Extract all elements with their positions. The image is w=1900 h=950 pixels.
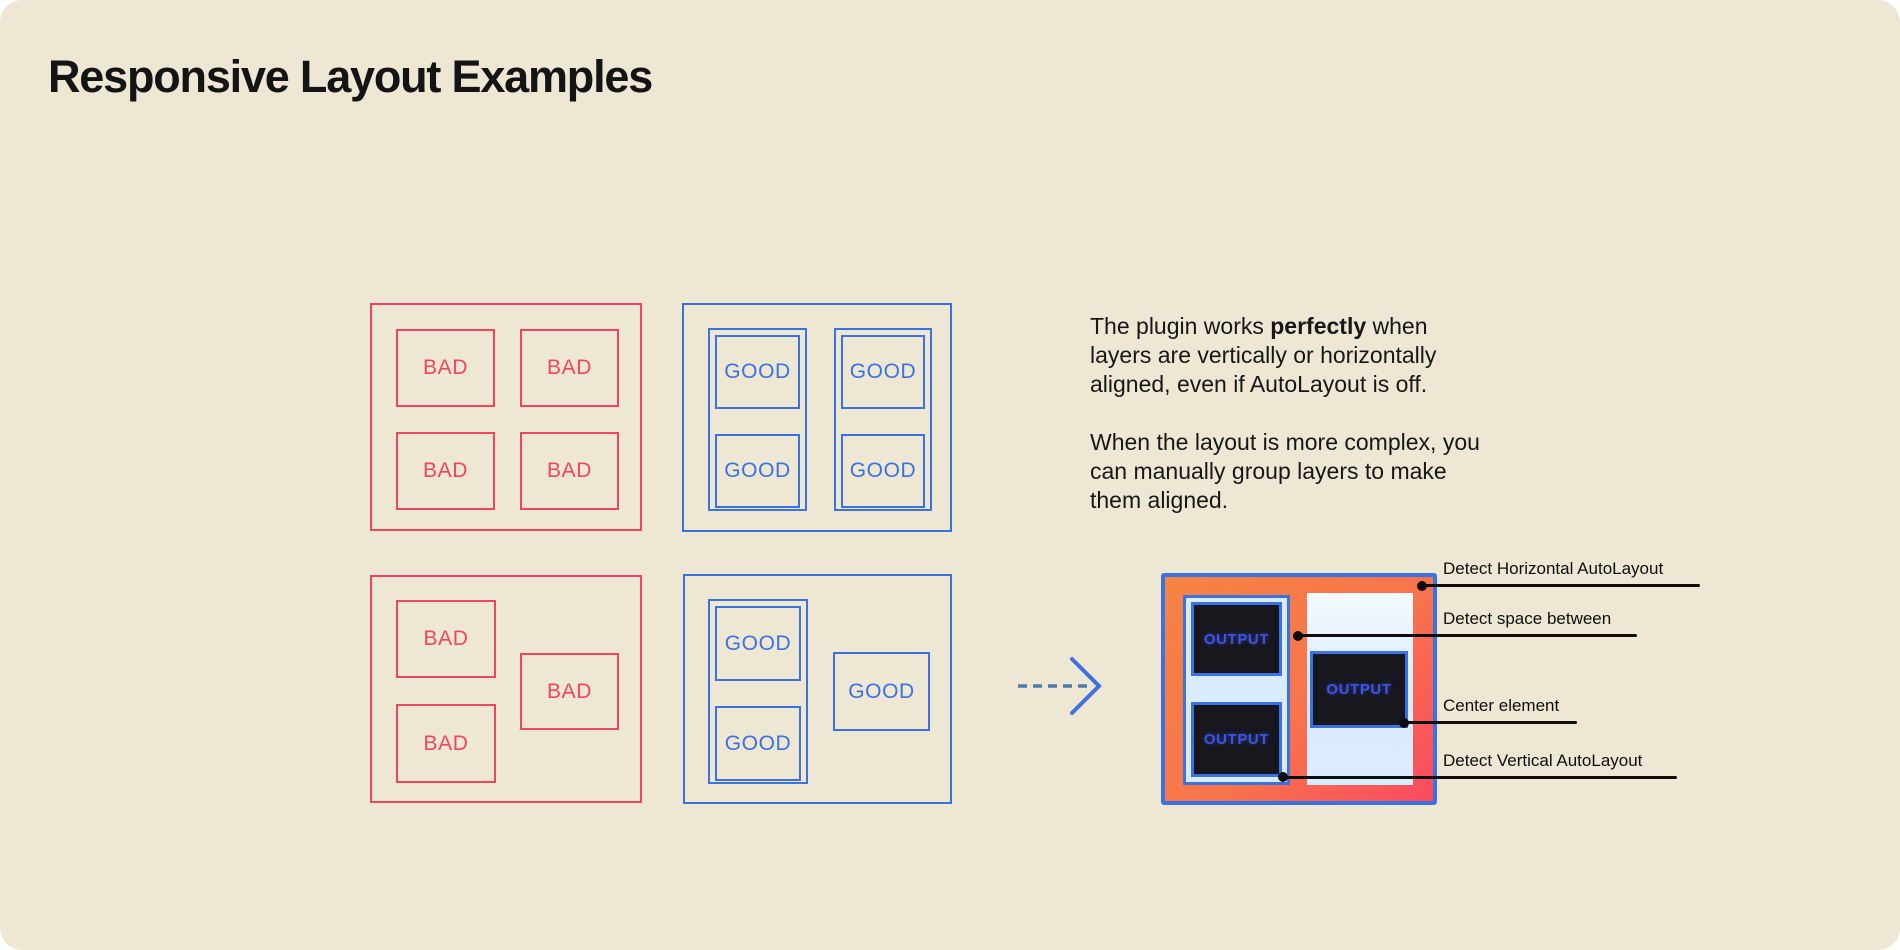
bad-label: BAD <box>423 731 469 755</box>
bad-box: BAD <box>396 704 496 783</box>
description-text-segment: when <box>1366 313 1428 339</box>
bad-box: BAD <box>396 600 496 678</box>
annotation-dot <box>1278 772 1288 782</box>
bad-box: BAD <box>520 653 619 730</box>
annotation-dot <box>1399 718 1409 728</box>
description-line: The plugin works perfectly when <box>1090 312 1560 341</box>
description-bold-segment: perfectly <box>1270 313 1367 339</box>
annotation-detect-vertical: Detect Vertical AutoLayout <box>1443 751 1643 770</box>
output-label: OUTPUT <box>1326 681 1392 698</box>
output-preview-frame: OUTPUT OUTPUT OUTPUT <box>1161 573 1437 805</box>
description-line: aligned, even if AutoLayout is off. <box>1090 371 1428 397</box>
bad-box: BAD <box>396 329 495 407</box>
bad-box: BAD <box>520 329 619 407</box>
description-text: The plugin works perfectly when layers a… <box>1090 312 1560 515</box>
output-box: OUTPUT <box>1191 602 1282 676</box>
output-label: OUTPUT <box>1203 731 1270 748</box>
good-box: GOOD <box>715 606 801 681</box>
good-group: GOOD GOOD <box>834 328 932 511</box>
description-line: can manually group layers to make <box>1090 458 1447 484</box>
good-label: GOOD <box>724 360 791 383</box>
page-title: Responsive Layout Examples <box>48 51 653 102</box>
arrow-right-icon <box>1018 657 1102 715</box>
description-text-segment: The plugin works <box>1090 313 1271 339</box>
bad-label: BAD <box>547 679 592 703</box>
good-box: GOOD <box>841 335 925 409</box>
good-box: GOOD <box>715 434 800 508</box>
bad-box: BAD <box>520 432 619 510</box>
output-box: OUTPUT <box>1310 651 1408 728</box>
description-line: layers are vertically or horizontally <box>1090 342 1437 368</box>
good-label: GOOD <box>724 631 792 655</box>
annotation-detect-horizontal: Detect Horizontal AutoLayout <box>1443 559 1664 578</box>
annotation-line <box>1404 721 1577 724</box>
good-label: GOOD <box>849 360 917 383</box>
annotation-line <box>1298 634 1637 637</box>
bad-box: BAD <box>396 432 495 510</box>
good-box: GOOD <box>841 434 925 508</box>
good-group: GOOD GOOD <box>708 599 808 784</box>
good-box: GOOD <box>833 652 930 731</box>
output-box: OUTPUT <box>1191 702 1282 777</box>
annotation-space-between: Detect space between <box>1443 609 1612 628</box>
good-example-frame-aligned: GOOD GOOD GOOD GOOD <box>682 303 952 532</box>
bad-label: BAD <box>547 459 592 482</box>
good-label: GOOD <box>724 459 791 482</box>
annotation-dot <box>1417 581 1427 591</box>
description-line: When the layout is more complex, you <box>1090 429 1480 455</box>
good-group: GOOD GOOD <box>708 328 807 511</box>
bad-label: BAD <box>423 459 468 482</box>
output-vertical-group-panel: OUTPUT OUTPUT <box>1183 595 1290 785</box>
bad-example-frame-complex: BAD BAD BAD <box>370 575 642 803</box>
bad-label: BAD <box>423 356 468 379</box>
bad-example-frame-aligned: BAD BAD BAD BAD <box>370 303 642 531</box>
description-line: them aligned. <box>1090 487 1229 513</box>
good-box: GOOD <box>715 335 800 409</box>
annotation-line <box>1283 776 1677 779</box>
good-label: GOOD <box>848 679 915 703</box>
bad-label: BAD <box>423 627 469 650</box>
good-label: GOOD <box>724 731 792 755</box>
good-example-frame-complex: GOOD GOOD GOOD <box>683 574 952 804</box>
good-label: GOOD <box>849 459 917 482</box>
annotation-line <box>1422 584 1700 587</box>
good-box: GOOD <box>715 706 801 781</box>
annotation-center-element: Center element <box>1443 696 1560 715</box>
output-label: OUTPUT <box>1203 630 1270 648</box>
annotation-dot <box>1293 631 1303 641</box>
bad-label: BAD <box>547 356 592 379</box>
